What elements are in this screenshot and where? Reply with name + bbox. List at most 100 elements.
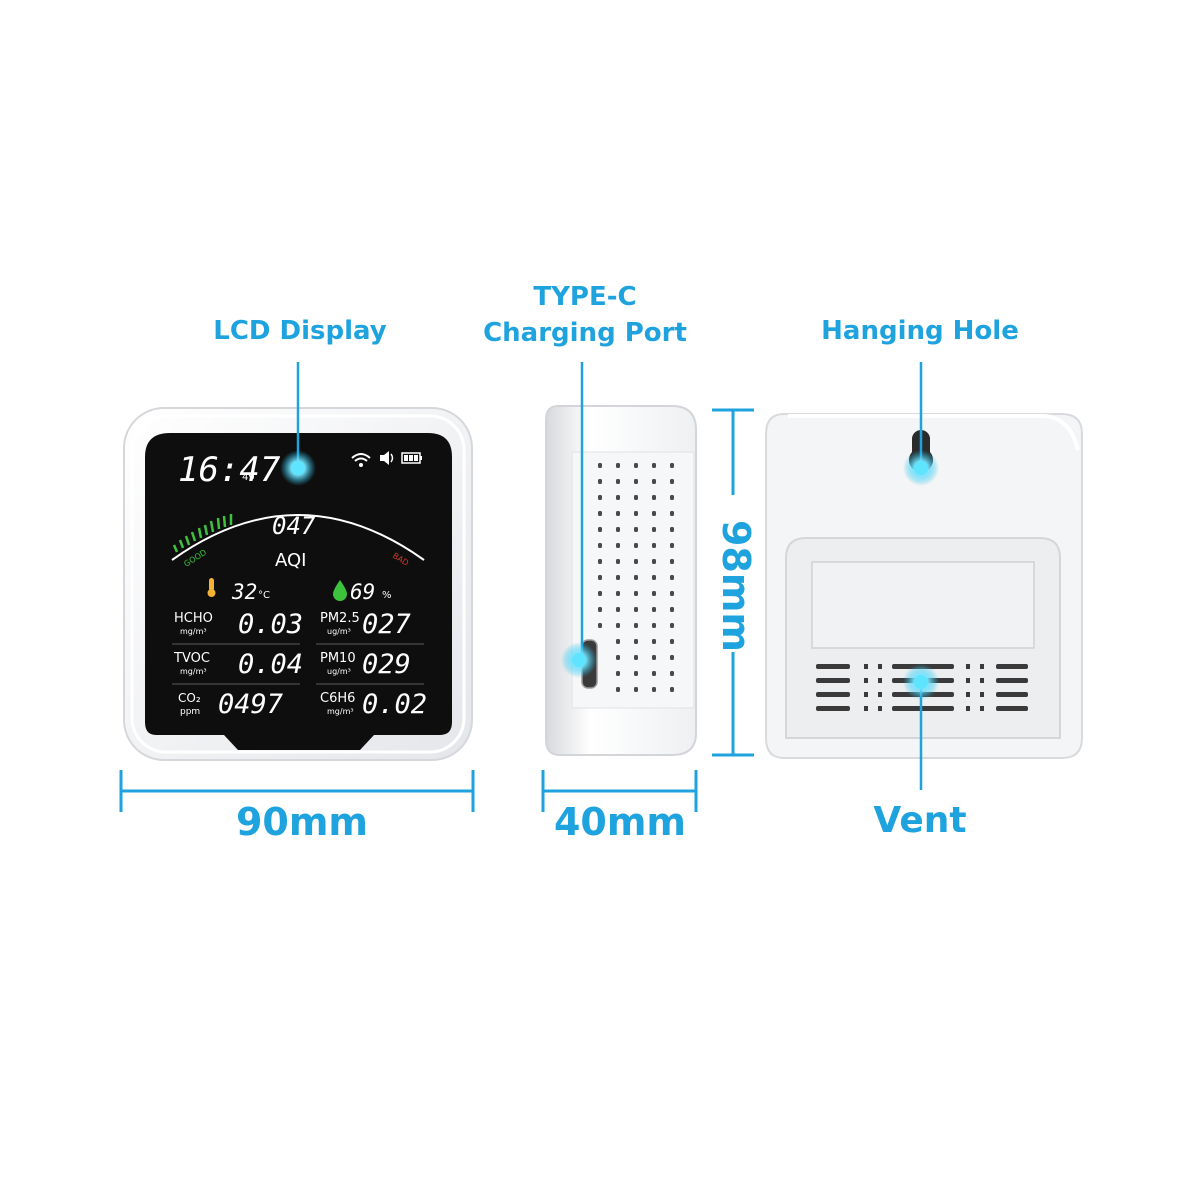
vent-hole (670, 511, 674, 516)
svg-text:TVOC: TVOC (173, 651, 210, 666)
vent-hole (652, 495, 656, 500)
svg-text:0.03: 0.03 (238, 609, 303, 640)
vent-hole (598, 575, 602, 580)
clock-seconds: 49 (242, 472, 255, 483)
temperature-value: 32 (231, 580, 257, 604)
dimension-lines (119, 408, 754, 812)
reading-hcho: HCHO mg/m³ 0.03 (174, 609, 303, 640)
vent-hole (634, 607, 638, 612)
svg-text:0.02: 0.02 (362, 689, 427, 720)
vent-hole (634, 671, 638, 676)
reading-separators (172, 643, 424, 685)
vent-hole (634, 591, 638, 596)
vent-slot (996, 706, 1028, 711)
vent-hole (598, 511, 602, 516)
side-device (545, 405, 697, 756)
vent-hole (634, 575, 638, 580)
reading-pm25: PM2.5 ug/m³ 027 (320, 609, 411, 640)
vent-hole (634, 495, 638, 500)
aqi-good-ticks (172, 514, 233, 553)
vent-hole (634, 687, 638, 692)
vent-dot (864, 678, 868, 683)
aqi-value: 047 (272, 512, 316, 540)
vent-hole (634, 527, 638, 532)
vent-hole (652, 687, 656, 692)
vent-hole (616, 623, 620, 628)
svg-text:027: 027 (362, 609, 411, 640)
temperature-unit: °C (258, 590, 270, 601)
vent-hole (670, 639, 674, 644)
width-dimension-label: 90mm (235, 800, 369, 844)
vent-hole (634, 543, 638, 548)
svg-text:C6H6: C6H6 (320, 691, 355, 706)
callout-dots (280, 450, 939, 700)
vent-hole (598, 607, 602, 612)
vent-hole (616, 511, 620, 516)
vent-hole (634, 463, 638, 468)
svg-text:mg/m³: mg/m³ (327, 707, 354, 716)
vent-hole (616, 495, 620, 500)
vent-hole (598, 495, 602, 500)
vent-hole (670, 591, 674, 596)
vent-hole (598, 463, 602, 468)
vent-hole (616, 543, 620, 548)
vent-dot (966, 706, 970, 711)
hanging-hole-label: Hanging Hole (821, 316, 1019, 346)
vent-hole (598, 479, 602, 484)
vent-hole (652, 639, 656, 644)
vent-hole (670, 607, 674, 612)
vent-hole (670, 687, 674, 692)
humidity-value: 69 (350, 580, 375, 604)
vent-hole (670, 559, 674, 564)
vent-slot (816, 664, 850, 669)
wifi-icon (351, 453, 371, 467)
svg-text:0497: 0497 (218, 689, 283, 720)
vent-dot (878, 678, 882, 683)
svg-text:ug/m³: ug/m³ (327, 627, 351, 636)
vent-dot (878, 664, 882, 669)
svg-text:ug/m³: ug/m³ (327, 667, 351, 676)
clock-time: 16:47 (178, 450, 281, 490)
vent-hole (652, 671, 656, 676)
vent-dot (966, 664, 970, 669)
vent-hole (616, 575, 620, 580)
vent-hole (670, 575, 674, 580)
vent-hole (616, 607, 620, 612)
vent-hole (670, 623, 674, 628)
svg-text:HCHO: HCHO (174, 611, 213, 626)
vent-dot (980, 692, 984, 697)
battery-icon (401, 452, 422, 464)
vent-dot (966, 678, 970, 683)
vent-hole (652, 607, 656, 612)
vent-hole (634, 639, 638, 644)
svg-text:0.04: 0.04 (238, 649, 303, 680)
aqi-label: AQI (275, 550, 306, 571)
vent-hole (652, 511, 656, 516)
svg-text:mg/m³: mg/m³ (180, 667, 207, 676)
vent-hole (616, 559, 620, 564)
front-device (123, 407, 473, 761)
vent-hole (652, 591, 656, 596)
svg-text:PM2.5: PM2.5 (320, 611, 360, 626)
vent-hole (670, 655, 674, 660)
vent-hole (616, 479, 620, 484)
type-c-label-line1: TYPE-C (533, 282, 637, 312)
vent-hole (616, 655, 620, 660)
vent-hole (616, 687, 620, 692)
vent-hole (634, 559, 638, 564)
vent-hole (652, 463, 656, 468)
reading-tvoc: TVOC mg/m³ 0.04 (173, 649, 303, 680)
vent-hole (670, 527, 674, 532)
svg-text:029: 029 (362, 649, 411, 680)
speaker-icon (380, 451, 394, 465)
vent-dot (980, 678, 984, 683)
vent-hole (652, 543, 656, 548)
vent-dot (966, 692, 970, 697)
vent-hole (598, 527, 602, 532)
vent-hole (616, 527, 620, 532)
vent-hole (670, 495, 674, 500)
vent-hole (652, 655, 656, 660)
vent-hole (634, 479, 638, 484)
lcd-content: 16:47 49 (171, 450, 427, 720)
